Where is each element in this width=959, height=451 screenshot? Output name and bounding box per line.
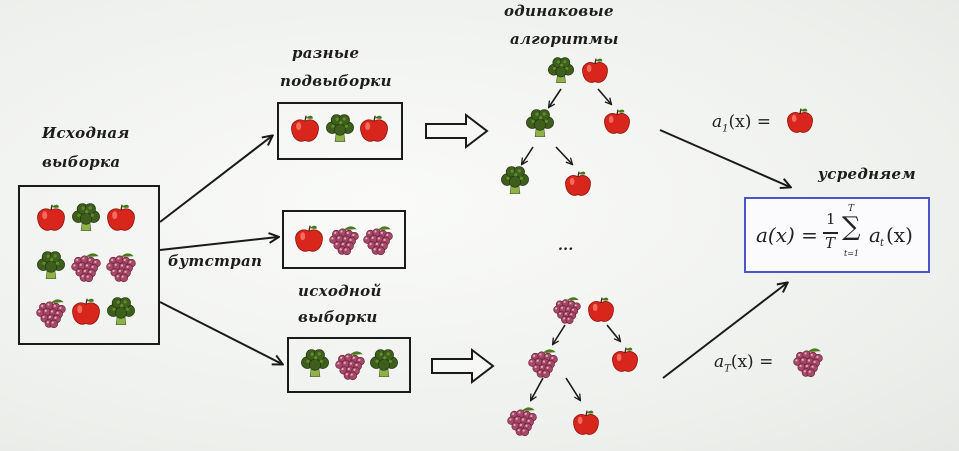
tree2-arrow-root-right <box>606 324 620 341</box>
apple-icon <box>582 58 608 83</box>
grapes-icon <box>793 348 823 378</box>
broccoli-icon <box>501 166 529 194</box>
avg-fraction-den: T <box>825 234 836 252</box>
same-algorithms-label-line2: алгоритмы <box>510 30 619 48</box>
grapes-icon <box>329 226 359 256</box>
ellipsis-label: ... <box>558 238 574 254</box>
broccoli-icon <box>72 203 100 231</box>
apple-icon <box>295 225 323 252</box>
subsample-box-3 <box>287 337 411 393</box>
arrow-tree1-to-average <box>659 129 790 187</box>
apple-icon <box>291 115 319 142</box>
aT-formula: aT(x) = <box>714 352 773 374</box>
avg-fraction-bar <box>823 232 838 234</box>
aT-subscript: T <box>724 363 731 375</box>
of-source-label-line2: выборки <box>298 308 378 326</box>
tree2-arrow-mid-right <box>565 377 580 400</box>
grapes-icon <box>36 299 66 329</box>
source-sample-label-line1: Исходная <box>42 124 130 142</box>
apple-icon <box>565 171 591 196</box>
grapes-icon <box>71 253 101 283</box>
same-algorithms-label-line1: одинаковые <box>504 2 614 20</box>
subsample-box-2 <box>282 210 406 269</box>
arrow-to-subsample-3 <box>159 301 282 364</box>
grapes-icon <box>106 253 136 283</box>
avg-fraction-num: 1 <box>826 210 836 228</box>
apple-icon <box>360 115 388 142</box>
different-subsamples-label-line1: разные <box>292 44 360 62</box>
avg-sum-bottom: t=1 <box>844 249 860 258</box>
avg-term-sub: t <box>880 238 885 249</box>
grapes-icon <box>507 407 537 437</box>
arrow-to-subsample-2 <box>159 237 278 251</box>
grapes-icon <box>335 351 365 381</box>
apple-icon <box>787 108 813 133</box>
apple-icon <box>37 204 65 231</box>
source-sample-label-line2: выборка <box>42 153 121 171</box>
a1-subscript: 1 <box>722 123 729 135</box>
tree1-arrow-mid-right <box>555 146 572 164</box>
apple-icon <box>604 109 630 134</box>
arrow-treeT-to-average <box>662 283 787 379</box>
aT-symbol: a <box>714 352 725 372</box>
bootstrap-label: бутстрап <box>168 252 263 270</box>
avg-lhs: a(x) = <box>756 223 818 247</box>
block-arrow-2 <box>431 347 495 385</box>
apple-icon <box>588 297 614 322</box>
tree1-arrow-root-left <box>549 88 562 107</box>
different-subsamples-label-line2: подвыборки <box>280 72 392 90</box>
averaging-label: усредняем <box>818 165 916 183</box>
a1-symbol: a <box>712 112 723 132</box>
avg-term: a <box>869 223 881 247</box>
grapes-icon <box>528 349 558 379</box>
averaging-formula-box <box>744 197 930 273</box>
avg-term-arg: (x) <box>886 223 913 247</box>
tree1-arrow-mid-left <box>522 146 534 164</box>
avg-sum-top: T <box>848 204 855 214</box>
a1-arg: (x) = <box>728 112 772 132</box>
tree1-arrow-root-right <box>597 88 611 104</box>
apple-icon <box>107 204 135 231</box>
broccoli-icon <box>548 57 574 83</box>
subsample-box-1 <box>277 102 403 160</box>
broccoli-icon <box>37 251 65 279</box>
grapes-icon <box>553 297 581 324</box>
block-arrow-1 <box>425 112 489 150</box>
a1-formula: a1(x) = <box>712 112 771 134</box>
broccoli-icon <box>526 109 554 137</box>
tree2-arrow-mid-left <box>531 377 544 400</box>
icon-group <box>36 57 823 437</box>
arrow-to-subsample-1 <box>159 136 272 223</box>
broccoli-icon <box>107 297 135 325</box>
avg-sum-sign: ∑ <box>842 212 861 242</box>
apple-icon <box>573 410 599 435</box>
broccoli-icon <box>326 114 354 142</box>
grapes-icon <box>363 226 393 256</box>
aT-arg: (x) = <box>730 352 774 372</box>
averaging-formula: a(x) = 1 T T ∑ t=1 a t (x) <box>756 204 924 265</box>
apple-icon <box>612 347 638 372</box>
apple-icon <box>72 298 100 325</box>
source-sample-box <box>18 185 160 345</box>
of-source-label-line1: исходной <box>298 282 382 300</box>
broccoli-icon <box>370 349 398 377</box>
tree2-arrow-root-left <box>553 324 566 344</box>
broccoli-icon <box>301 349 329 377</box>
